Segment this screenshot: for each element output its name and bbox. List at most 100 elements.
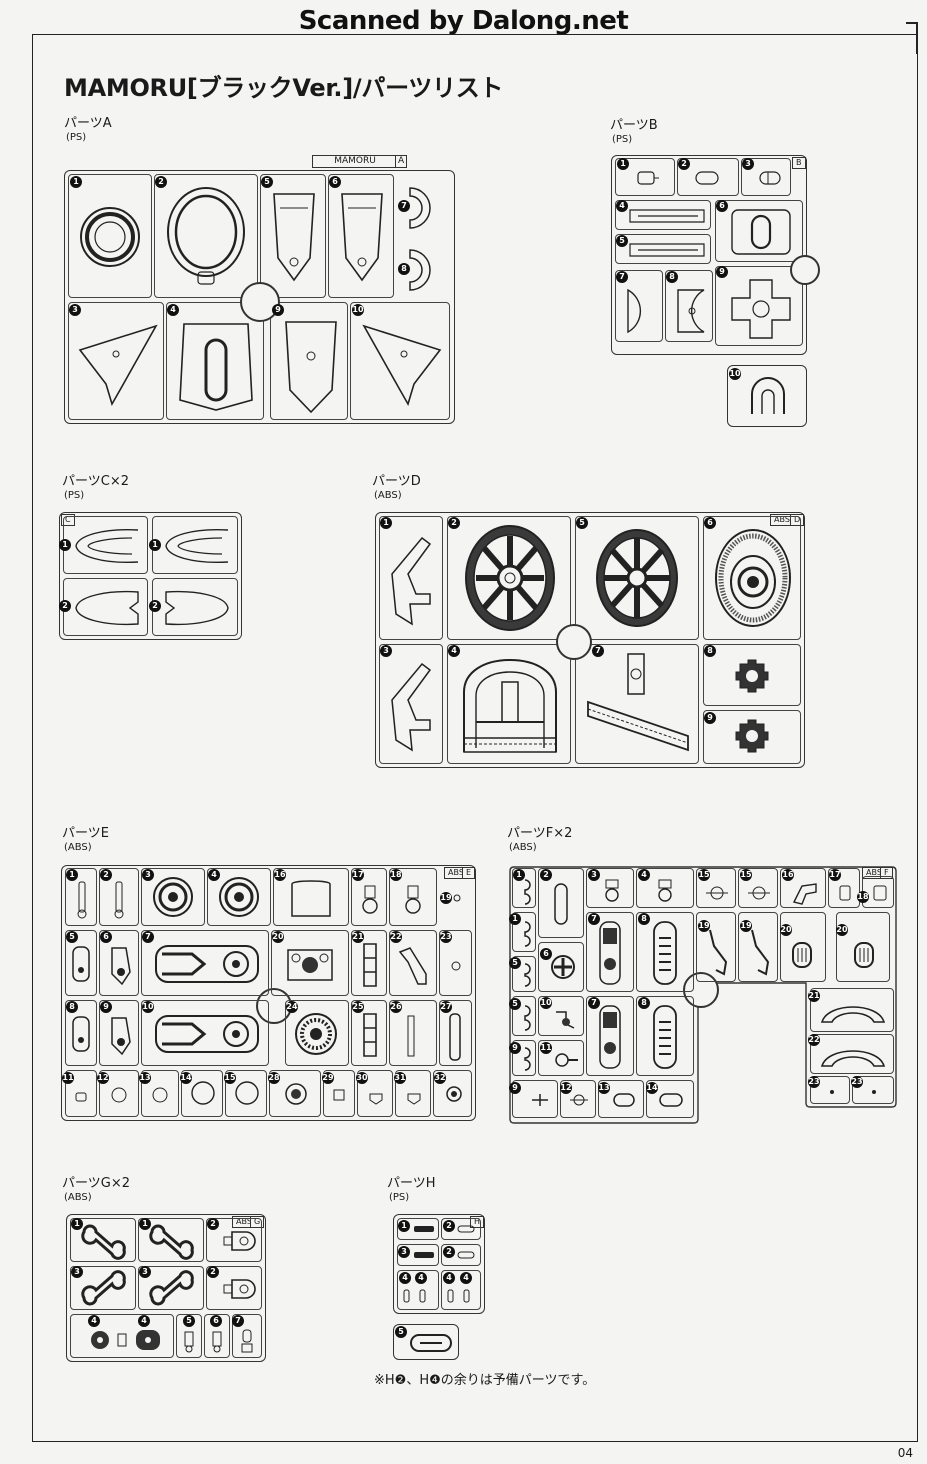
part-e8-number: 8 [66,1001,78,1013]
part-g6-number: 6 [210,1315,222,1327]
part-d9-clip-drawing [735,719,769,753]
section-h-label: パーツH [387,1176,436,1191]
part-f4 [636,868,694,908]
part-f12 [560,1080,596,1118]
part-e24-wheel-drawing [295,1013,337,1055]
part-e5-drawing [72,946,90,982]
section-h-material: (PS) [389,1192,410,1203]
part-g6-drawing [212,1331,222,1353]
part-g3-b-number: 3 [139,1266,151,1278]
part-f20-a-drawing [792,942,812,968]
part-f1-a-drawing [524,879,531,905]
section-e-label: パーツE [62,826,109,841]
part-a7-arc-drawing [409,187,431,229]
part-e31-number: 31 [394,1072,406,1084]
part-e16-panel-drawing [291,880,331,917]
part-e21-number: 21 [352,931,364,943]
part-e13 [141,1070,179,1117]
part-f8-b-drawing [653,1005,677,1069]
section-a-label: パーツA [64,116,112,131]
part-e5 [65,930,97,996]
part-e24 [285,1000,349,1066]
part-g3-a-link-drawing [81,1270,126,1306]
part-h4-a-drawing [403,1289,426,1303]
part-g6 [204,1314,230,1358]
part-f18-drawing [873,885,887,901]
part-f15-a-number: 15 [698,869,710,881]
part-h2-a [441,1218,481,1240]
part-a4-plate-drawing [179,323,253,411]
part-e27-rod-drawing [449,1013,461,1061]
part-b10-hook-drawing [751,377,785,414]
part-f19-a [696,912,736,982]
part-e30-number: 30 [356,1072,368,1084]
part-e27-number: 27 [440,1001,452,1013]
part-f23-b [852,1076,894,1104]
part-a1-ring-drawing [80,207,140,267]
part-f2 [538,868,584,938]
part-a6-drawing [341,193,383,282]
part-f20-b-drawing [854,942,874,968]
runner-b-gate [790,255,820,285]
part-e12-drawing [111,1087,127,1103]
part-f22-arc-drawing [820,1050,886,1067]
part-b7-number: 7 [616,271,628,283]
part-e9 [99,1000,139,1066]
part-e7-number: 7 [142,931,154,943]
part-f7-a-number: 7 [588,913,600,925]
part-a1-number: 1 [70,176,82,188]
part-f22-number: 22 [808,1034,820,1046]
part-f23-a-drawing [830,1090,834,1094]
page-frame [32,34,918,1442]
part-c2-left-number: 2 [59,600,71,612]
part-f9-b-drawing [532,1094,548,1106]
part-f1-b-number: 1 [509,913,521,925]
part-f5-b-drawing [524,1005,531,1031]
part-a5 [260,174,326,298]
part-a2 [154,174,258,298]
part-d6-number: 6 [704,517,716,529]
part-f1-b-drawing [524,921,531,947]
part-e32-number: 32 [434,1072,446,1084]
part-f3 [586,868,634,908]
part-h4-b-drawing [447,1289,470,1303]
part-f1-a [512,868,536,908]
part-e31 [395,1070,431,1117]
part-f19-b-drawing [751,929,770,976]
part-f7-b [586,996,634,1076]
part-a3 [68,302,164,420]
part-e32 [433,1070,472,1117]
part-f8-a-drawing [653,921,677,985]
part-f8-b [636,996,694,1076]
part-e10 [141,1000,269,1066]
part-g3-b [138,1266,204,1310]
spare-parts-note: ※H❷、H❹の余りは予備パーツです。 [374,1373,596,1388]
part-g3-a [70,1266,136,1310]
runner-f-gate [683,972,719,1008]
part-a2-number: 2 [155,176,167,188]
part-h5-drawing [410,1334,452,1352]
part-h4-group-a [397,1270,439,1310]
part-e29 [323,1070,355,1117]
part-h1-drawing [414,1226,434,1232]
part-e6 [99,930,139,996]
part-f23-b-drawing [872,1090,876,1094]
part-e8-drawing [72,1016,90,1052]
part-e28 [269,1070,321,1117]
part-e17 [351,868,387,926]
part-b4-drawing [629,209,705,223]
part-e28-number: 28 [268,1072,280,1084]
part-g1-b [138,1218,204,1262]
part-f19-b-number: 19 [740,920,752,932]
part-f13 [598,1080,644,1118]
part-e26-number: 26 [390,1001,402,1013]
scan-watermark: Scanned by Dalong.net [298,6,629,36]
part-e29-number: 29 [322,1072,334,1084]
part-e24-number: 24 [286,1001,298,1013]
part-c1-right-drawing [165,528,229,564]
section-c-label: パーツC×2 [62,474,129,489]
runner-d [375,512,805,768]
part-a2-oval-drawing [167,187,245,285]
section-c-material: (PS) [64,490,85,501]
part-e2-number: 2 [100,869,112,881]
